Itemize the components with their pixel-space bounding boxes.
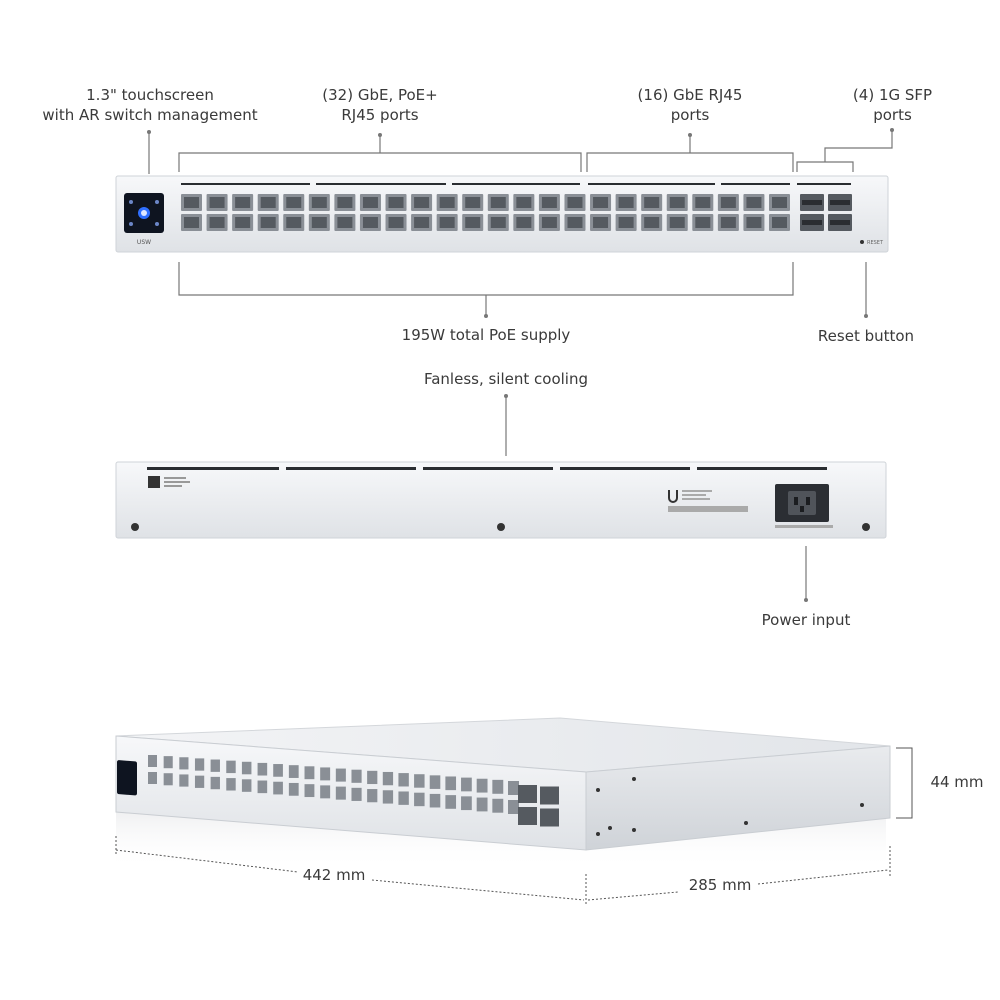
callout-poe-supply: 195W total PoE supply — [401, 326, 571, 344]
touchscreen — [124, 193, 164, 233]
rj45-port — [445, 795, 457, 809]
callout-touchscreen: 1.3" touchscreen with AR switch manageme… — [42, 86, 258, 124]
rj45-port-block — [148, 755, 559, 827]
rj45-port — [257, 780, 268, 794]
rj45-port — [194, 775, 205, 788]
rj45-port — [257, 762, 268, 776]
rj45-port — [210, 776, 220, 790]
brand-badge: USW — [137, 239, 151, 246]
rj45-port — [445, 776, 457, 791]
rj45-port — [476, 797, 488, 812]
rj45-port — [492, 798, 504, 813]
rj45-port — [273, 781, 283, 795]
rj45-port — [288, 782, 299, 796]
reset-label: RESET — [867, 240, 884, 246]
sfp-port — [540, 786, 559, 805]
rj45-port — [320, 785, 331, 799]
callout-gbe-ports: (16) GbE RJ45 ports — [637, 86, 743, 124]
callout-reset: Reset button — [817, 327, 915, 345]
sfp-port — [518, 785, 537, 803]
rj45-port — [414, 792, 425, 807]
dimension-lines — [115, 836, 891, 904]
dimension-width: 442 mm — [302, 866, 366, 884]
front-view: USW RESET — [115, 128, 894, 318]
back-view — [115, 394, 887, 602]
rj45-port — [241, 761, 252, 775]
rj45-port — [335, 786, 346, 800]
rj45-port — [367, 789, 378, 803]
rj45-port — [194, 758, 205, 771]
rj45-port — [148, 772, 157, 784]
qr-code-icon — [148, 476, 160, 488]
rj45-port — [179, 757, 189, 770]
rj45-port — [414, 774, 425, 788]
regulatory-marks-icon — [668, 490, 748, 512]
rj45-port — [241, 779, 252, 792]
rj45-port — [476, 778, 488, 793]
dimension-depth: 285 mm — [688, 876, 752, 894]
rj45-port — [461, 796, 472, 811]
rj45-port — [226, 760, 236, 774]
callout-sfp-ports: (4) 1G SFP ports — [852, 86, 933, 124]
rj45-port — [382, 771, 394, 786]
reset-button — [860, 240, 864, 244]
sfp-port — [540, 808, 559, 827]
back-leaders — [505, 396, 807, 600]
rj45-port — [179, 774, 189, 787]
rj45-port — [351, 769, 362, 783]
rj45-port — [508, 800, 519, 814]
rj45-port — [335, 768, 346, 782]
ubiquiti-logo-icon — [668, 490, 678, 503]
rj45-port — [320, 767, 331, 781]
back-chassis — [115, 461, 887, 539]
perspective-view — [115, 717, 913, 904]
callout-poe-ports: (32) GbE, PoE+ RJ45 ports — [322, 86, 438, 124]
rj45-port — [288, 765, 299, 778]
sfp-port — [518, 807, 537, 825]
rj45-port — [429, 793, 441, 808]
rj45-port — [148, 755, 157, 767]
screw-icon — [131, 523, 139, 531]
rj45-port — [273, 764, 283, 777]
rj45-port — [398, 791, 409, 805]
rj45-port — [304, 784, 315, 798]
rj45-port — [461, 777, 472, 792]
rj45-port — [367, 770, 378, 785]
power-inlet-icon — [775, 484, 833, 528]
rj45-port — [351, 787, 362, 801]
front-leaders — [148, 130, 893, 316]
rj45-port — [492, 779, 504, 794]
rj45-port — [226, 778, 236, 791]
rj45-port — [304, 766, 315, 780]
touchscreen — [117, 760, 137, 796]
dimension-height: 44 mm — [930, 773, 984, 791]
rj45-port — [163, 756, 173, 769]
rj45-port — [163, 773, 173, 786]
rj45-port-block — [181, 183, 851, 231]
callout-power-input: Power input — [761, 611, 851, 629]
rj45-port — [508, 781, 519, 795]
rj45-port — [382, 790, 394, 804]
sfp-port-block — [800, 194, 852, 231]
callout-fanless: Fanless, silent cooling — [423, 370, 588, 388]
rj45-port — [210, 759, 220, 772]
rj45-port — [398, 773, 409, 787]
screw-icon — [497, 523, 505, 531]
screw-icon — [862, 523, 870, 531]
rj45-port — [429, 775, 441, 789]
vent-slots — [147, 467, 827, 470]
